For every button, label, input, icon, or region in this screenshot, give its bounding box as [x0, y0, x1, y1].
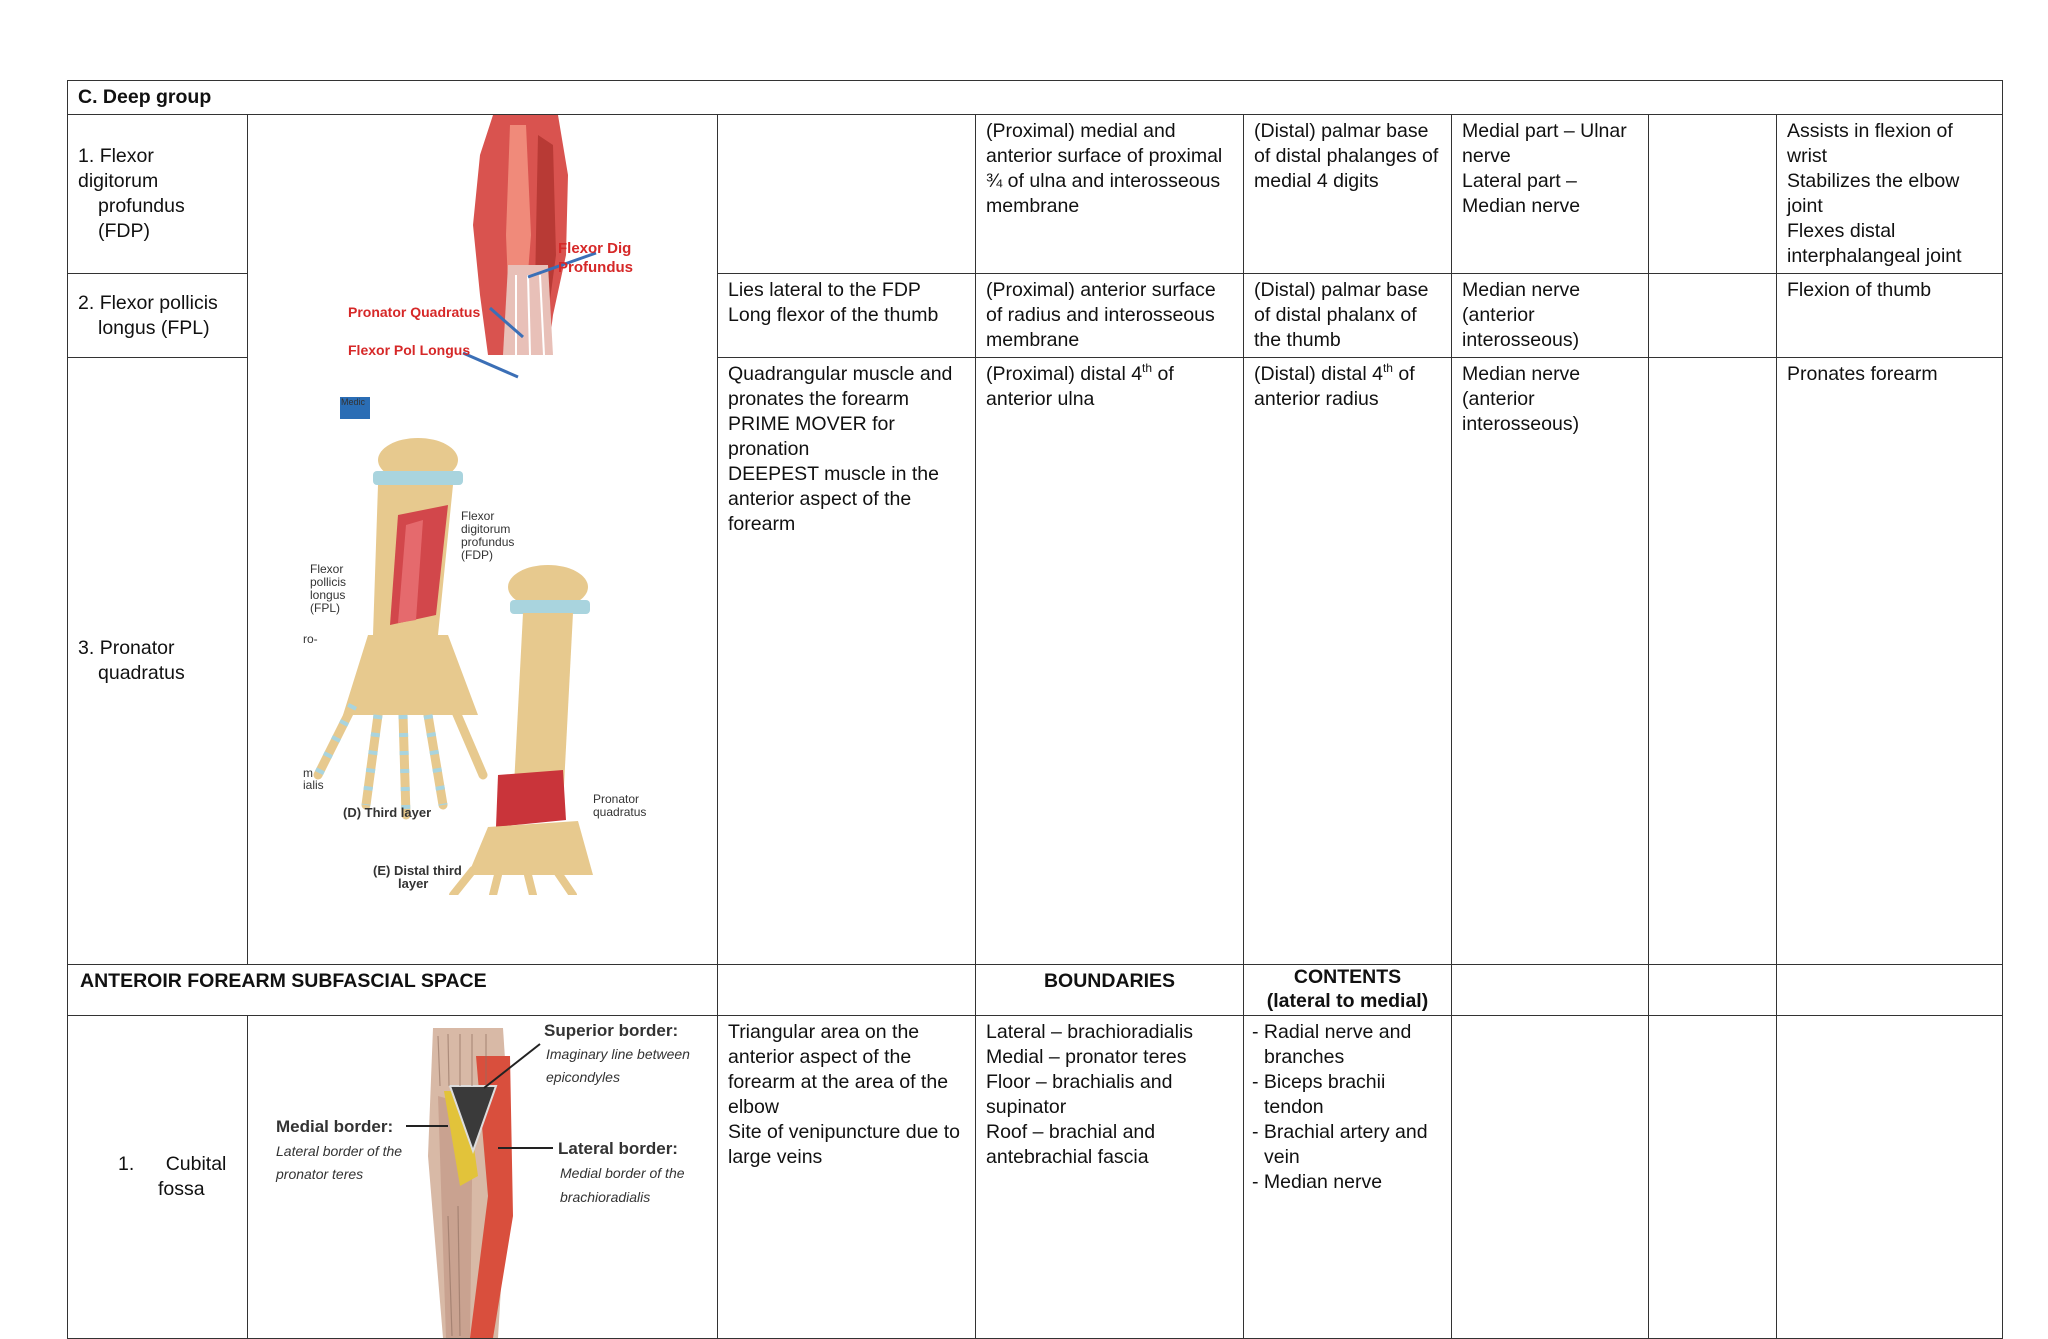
cubital-fossa-illustration: Superior border: Imaginary line between …: [275, 1021, 690, 1338]
blank-cell: [1451, 964, 1649, 1016]
insertion-cell: (Distal) distal 4th of anterior radius: [1243, 357, 1452, 965]
label-superior-border: Superior border:: [544, 1021, 678, 1040]
label-superior-text-1: Imaginary line between: [546, 1046, 690, 1062]
row-number: 3.: [78, 637, 95, 659]
label-lateral-text-2: brachioradialis: [560, 1189, 650, 1205]
label-superior-text-2: epicondyles: [546, 1069, 620, 1085]
distal-third-layer-illustration: Pronator quadratus (E) Distal third laye…: [373, 565, 646, 895]
nerve-cell: Median nerve (anterior interosseous): [1451, 357, 1649, 965]
label-fpl-4: (FPL): [310, 601, 340, 615]
table-row: 2. Flexor pollicis longus (FPL) Lies lat…: [67, 273, 2004, 358]
blank-cell: [1648, 273, 1777, 358]
muscle-table: C. Deep group 1. Flexor digitorum profun…: [66, 80, 2004, 1339]
dissection-photo: Flexor Dig Profundus Pronator Quadratus …: [340, 115, 633, 419]
label-lateral-border: Lateral border:: [558, 1139, 678, 1158]
muscle-name-line: Flexor digitorum: [78, 145, 159, 192]
muscle-name-line: Pronator: [99, 637, 175, 659]
label-fpl-1: Flexor: [310, 562, 343, 576]
forearm-deep-layer-illustration: Flexor Dig Profundus Pronator Quadratus …: [303, 115, 646, 895]
table-row: 3. Pronator quadratus Quadrangular muscl…: [67, 357, 2004, 965]
label-fdp-2: digitorum: [461, 522, 510, 536]
cubital-fossa-figure: Superior border: Imaginary line between …: [247, 1015, 718, 1339]
description-cell: Triangular area on the anterior aspect o…: [717, 1015, 976, 1339]
label-pq-1: Pronator: [593, 792, 639, 806]
muscle-name-line: longus (FPL): [98, 316, 210, 339]
muscle-name-line: quadratus: [98, 662, 185, 684]
label-fdp-4: (FDP): [461, 548, 493, 562]
label-cut-3: ialis: [303, 778, 324, 792]
blank-cell: [1648, 964, 1777, 1016]
logo-icon: [340, 397, 370, 419]
insertion-cell: (Distal) palmar base of distal phalanx o…: [1243, 273, 1452, 358]
muscle-name-line: fossa: [158, 1178, 205, 1200]
muscle-name-fpl: 2. Flexor pollicis longus (FPL): [67, 273, 248, 358]
blank-cell: [1775, 964, 2004, 1016]
subfascial-title: ANTEROIR FOREARM SUBFASCIAL SPACE: [67, 964, 718, 1016]
document-page: C. Deep group 1. Flexor digitorum profun…: [66, 80, 2004, 1339]
caption-distal-third-2: layer: [398, 876, 428, 891]
muscle-name-line: Flexor pollicis: [99, 291, 218, 314]
blank-cell: [1648, 357, 1777, 965]
caption-third-layer: (D) Third layer: [343, 805, 431, 820]
nerve-cell: Medial part – Ulnar nerve Lateral part –…: [1451, 114, 1649, 274]
label-cut-1: ro-: [303, 632, 318, 646]
deep-muscle-figures: Flexor Dig Profundus Pronator Quadratus …: [247, 114, 718, 965]
label-fdp-3: profundus: [461, 535, 514, 549]
contents-cell: - Radial nerve and branches - Biceps bra…: [1243, 1015, 1452, 1339]
logo-text: Medic: [341, 397, 366, 407]
boundaries-cell: Lateral – brachioradialis Medial – prona…: [975, 1015, 1244, 1339]
origin-cell: (Proximal) medial and anterior surface o…: [975, 114, 1244, 274]
row-number: 2.: [78, 291, 95, 314]
label-medial-text-1: Lateral border of the: [276, 1143, 402, 1159]
label-fpl-2: pollicis: [310, 575, 346, 589]
row-number: 1.: [118, 1153, 135, 1175]
blank-cell: [1451, 1015, 1649, 1339]
description-cell: Quadrangular muscle and pronates the for…: [717, 357, 976, 965]
blank-cell: [1775, 1015, 2004, 1339]
origin-cell: (Proximal) distal 4th of anterior ulna: [975, 357, 1244, 965]
caption-distal-third-1: (E) Distal third: [373, 863, 462, 878]
label-fdp-1: Flexor: [461, 509, 494, 523]
label-flexor-pol-longus: Flexor Pol Longus: [348, 342, 470, 358]
cubital-fossa-name: 1. Cubital fossa: [67, 1015, 248, 1339]
nerve-cell: Median nerve (anterior interosseous): [1451, 273, 1649, 358]
label-pronator-quadratus: Pronator Quadratus: [348, 304, 480, 320]
section-header-row: C. Deep group: [66, 80, 2004, 115]
blank-cell: [717, 964, 976, 1016]
label-pq-2: quadratus: [593, 805, 646, 819]
action-cell: Pronates forearm: [1775, 357, 2004, 965]
insertion-cell: (Distal) palmar base of distal phalanges…: [1243, 114, 1452, 274]
label-flexor-dig: Flexor Dig: [558, 240, 631, 257]
muscle-name-line: Cubital: [165, 1153, 227, 1175]
muscle-name-line: profundus (FDP): [98, 195, 185, 242]
third-layer-illustration: Flexor digitorum profundus (FDP) Flexor …: [303, 438, 514, 820]
section-title: C. Deep group: [66, 80, 2004, 115]
label-profundus: Profundus: [558, 259, 633, 276]
boundaries-header: BOUNDARIES: [975, 964, 1244, 1016]
label-cut-2: m: [303, 766, 313, 780]
origin-cell: (Proximal) anterior surface of radius an…: [975, 273, 1244, 358]
description-cell: [717, 114, 976, 274]
muscle-name-fdp: 1. Flexor digitorum profundus (FDP): [67, 114, 248, 274]
action-cell: Assists in flexion of wrist Stabilizes t…: [1775, 114, 2004, 274]
label-lateral-text-1: Medial border of the: [560, 1165, 685, 1181]
muscle-name-pq: 3. Pronator quadratus: [67, 357, 248, 965]
contents-header: CONTENTS (lateral to medial): [1243, 964, 1452, 1016]
label-medial-border: Medial border:: [276, 1117, 393, 1136]
blank-cell: [1648, 114, 1777, 274]
label-fpl-3: longus: [310, 588, 345, 602]
table-row: 1. Cubital fossa Superior border: Imagin…: [67, 1015, 2004, 1339]
action-cell: Flexion of thumb: [1775, 273, 2004, 358]
description-cell: Lies lateral to the FDP Long flexor of t…: [717, 273, 976, 358]
label-medial-text-2: pronator teres: [275, 1166, 363, 1182]
blank-cell: [1648, 1015, 1777, 1339]
subfascial-header-row: ANTEROIR FOREARM SUBFASCIAL SPACE BOUNDA…: [67, 964, 2004, 1016]
row-number: 1.: [78, 145, 95, 167]
table-row: 1. Flexor digitorum profundus (FDP): [67, 114, 2004, 965]
